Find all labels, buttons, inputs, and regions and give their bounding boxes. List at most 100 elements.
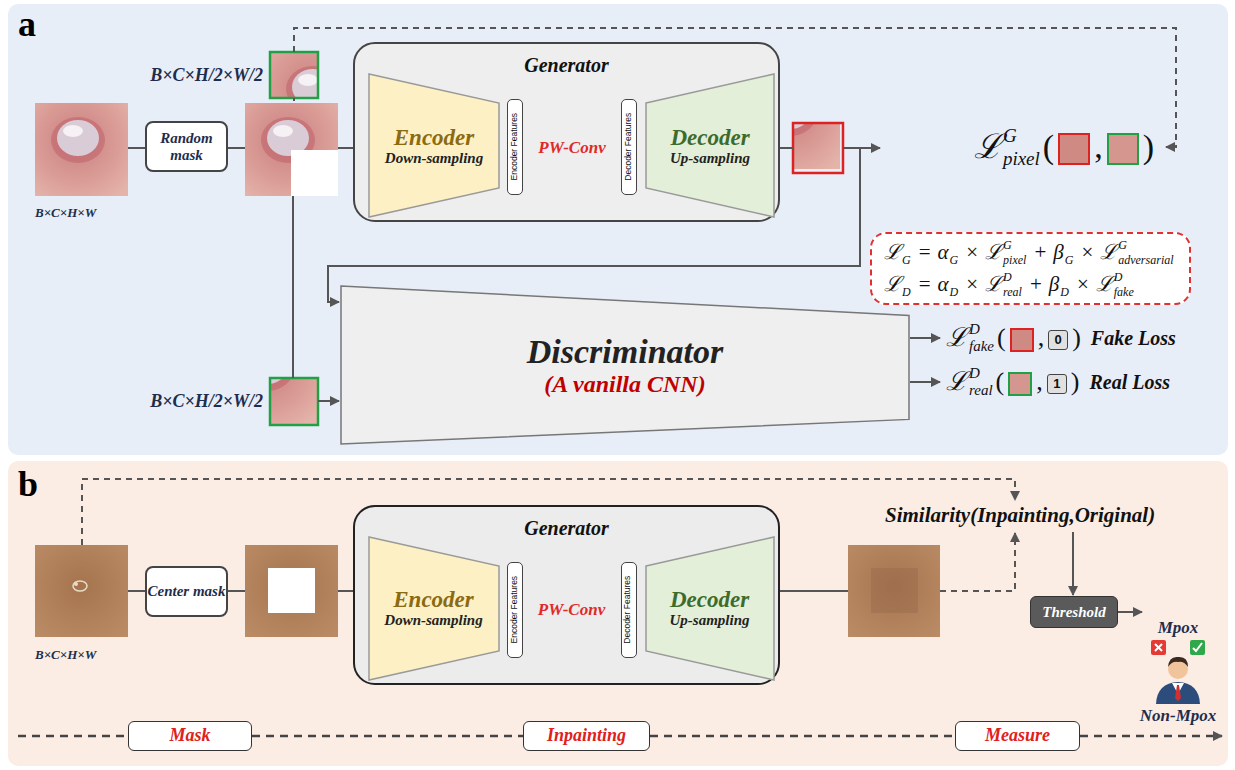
node-title: Discriminator [527, 333, 723, 370]
label-box: 1 [1047, 374, 1067, 394]
math-token: ℒ [974, 130, 1002, 164]
drawing-ellipse [74, 582, 78, 586]
drawing-path [1155, 644, 1162, 651]
drawing-ellipse [73, 581, 87, 591]
stage-box: Measure [955, 721, 1080, 751]
math-token: D [969, 322, 980, 337]
inpainted-image [848, 545, 940, 637]
drawing-g [270, 378, 317, 424]
connector [252, 735, 523, 738]
drawing-rect [871, 568, 918, 613]
math-token: G [1065, 254, 1074, 266]
node-title: Encoder [393, 587, 474, 612]
math-token: G [950, 254, 959, 266]
node-title: Inpainting [547, 726, 626, 746]
drawing-path [1080, 735, 1222, 738]
panel-letter: b [18, 466, 38, 502]
math-token: , [1038, 325, 1045, 351]
node-title: Measure [985, 726, 1050, 746]
class-label: Mpox [1158, 619, 1199, 636]
drawing-line [228, 147, 245, 149]
drawing-path [1168, 657, 1188, 667]
node-title: Mask [169, 726, 210, 746]
label-box: 0 [1048, 330, 1068, 350]
drawing-line [293, 98, 295, 103]
tensor-shape: B×C×H×W [35, 648, 96, 661]
node-title: Encoder Features [510, 113, 519, 181]
real-patch [270, 52, 318, 98]
math-token: ℒ [1100, 242, 1117, 263]
math-token: × [1081, 242, 1093, 263]
masked-image [245, 103, 338, 196]
decision-icons [1151, 640, 1205, 704]
discriminator-trapezoid: Discriminator(A vanilla CNN) [340, 285, 910, 445]
generator-box: GeneratorEncoderDown-samplingEncoder Fea… [353, 42, 780, 222]
node-title: Center mask [148, 583, 226, 600]
drawing-rect [1151, 640, 1166, 655]
process-box: Center mask [145, 566, 228, 617]
math-token: ℒ [1096, 274, 1113, 295]
drawing-g [270, 52, 318, 98]
node-title: Encoder Features [510, 576, 519, 644]
patch-icon [1107, 133, 1139, 165]
math-token: ℒ [884, 242, 901, 263]
math-token: ) [1143, 130, 1154, 164]
patch-icon [1008, 372, 1032, 396]
stage-box: Mask [128, 721, 252, 751]
tensor-shape: B×C×H/2×W/2 [150, 392, 263, 410]
generator-box: GeneratorEncoderDown-samplingEncoder Fea… [353, 505, 780, 685]
decoder-trapezoid: DecoderUp-sampling [645, 73, 775, 218]
math-token: fake [969, 339, 994, 354]
math-token: , [1036, 369, 1043, 395]
node-title: Generator [355, 517, 778, 539]
drawing-line [292, 196, 294, 378]
real-patch [270, 378, 318, 425]
drawing-ellipse [57, 120, 99, 156]
edge-label: PW-Conv [535, 600, 608, 619]
math-token: = [919, 274, 931, 295]
drawing-use [270, 378, 317, 424]
class-label: Non-Mpox [1140, 707, 1217, 724]
patch-icon [1010, 328, 1034, 352]
drawing-use [793, 123, 840, 169]
loss-name: Fake Loss [1091, 328, 1176, 348]
skin-image [35, 545, 128, 637]
math-token: G [1003, 239, 1012, 251]
threshold-box: Threshold [1030, 596, 1118, 628]
math-token: ℒ [985, 274, 1002, 295]
math-token: D [1114, 271, 1123, 283]
drawing-line [228, 590, 245, 592]
math-token: fake [1114, 286, 1134, 298]
tensor-shape: B×C×H/2×W/2 [150, 66, 263, 84]
drawing-line [910, 337, 940, 339]
node-title: Random mask [147, 130, 226, 163]
math-token: real [969, 383, 993, 398]
drawing-line [128, 590, 145, 592]
panel-letter: a [18, 6, 36, 42]
drawing-line [128, 147, 145, 149]
math-token: α [938, 274, 949, 295]
math-token: D [1003, 271, 1012, 283]
feature-box: Decoder Features [621, 562, 637, 658]
feature-box: Encoder Features [507, 562, 523, 658]
drawing-path [1156, 682, 1200, 704]
math-token: D [950, 286, 959, 298]
drawing-path [18, 735, 128, 738]
shape-polygon [341, 286, 909, 444]
node-title: Threshold [1042, 604, 1105, 621]
edge-label: PW-Conv [535, 138, 608, 157]
math-token: D [969, 366, 980, 381]
math-token: × [966, 242, 978, 263]
math-token: ( [996, 369, 1005, 395]
process-box: Random mask [145, 121, 228, 172]
math-token: real [1003, 286, 1022, 298]
math-token: + [1030, 274, 1042, 295]
drawing-ellipse [63, 125, 83, 137]
math-token: G [1118, 239, 1127, 251]
panel-a-ground [8, 4, 1228, 455]
math-token: ( [997, 325, 1006, 351]
math-token: ℒ [946, 325, 968, 351]
drawing-path [1175, 685, 1181, 701]
math-token: × [1077, 274, 1089, 295]
math-token: , [1094, 130, 1103, 164]
